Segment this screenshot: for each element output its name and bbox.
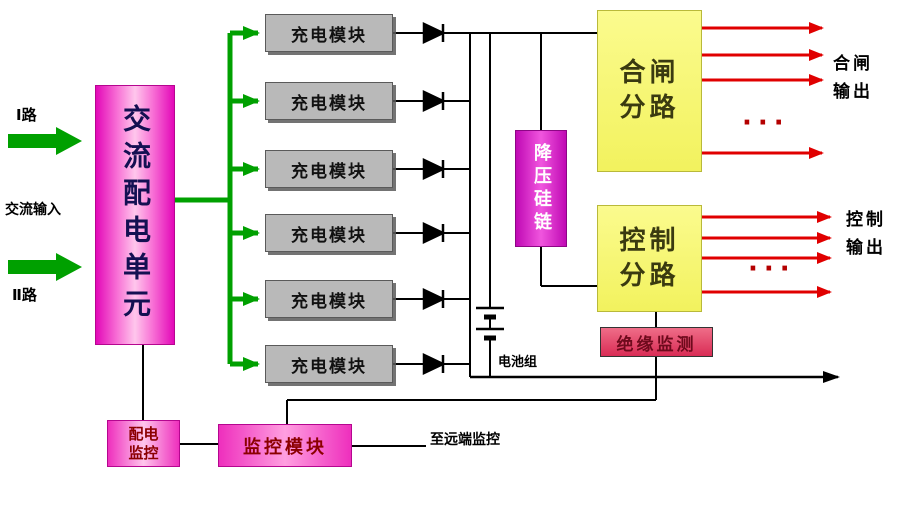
green-distribution-bus <box>175 26 260 371</box>
charge-module-2: 充电模块 <box>265 82 393 120</box>
closing-branch-label-line1: 合闸 <box>619 58 680 88</box>
charge-module-1: 充电模块 <box>265 14 393 52</box>
route-2-label: Ⅱ路 <box>12 286 37 304</box>
charge-module-6: 充电模块 <box>265 345 393 383</box>
closing-branch-block: 合闸 分路 <box>597 10 702 172</box>
step-down-silicon-chain-block: 降压硅链 <box>515 130 567 247</box>
ac-input-label: 交流输入 <box>5 202 61 218</box>
control-branch-label-line1: 控制 <box>619 225 680 256</box>
route-1-label: Ⅰ路 <box>16 106 37 124</box>
control-output-label: 控制 输出 <box>846 210 886 258</box>
control-branch-block: 控制 分路 <box>597 205 702 312</box>
closing-output-ellipsis: ··· <box>742 108 790 138</box>
distribution-monitor-label-line1: 配电 <box>128 424 159 443</box>
distribution-monitor-label-line2: 监控 <box>128 443 159 462</box>
control-branch-label-line2: 分路 <box>619 260 680 291</box>
closing-output-arrows <box>702 22 824 159</box>
to-remote-monitoring-label: 至远端监控 <box>430 432 500 448</box>
insulation-monitor-block: 绝缘监测 <box>600 327 713 357</box>
control-output-arrows <box>702 211 832 298</box>
ac-input-arrow-1-icon <box>8 127 82 155</box>
closing-branch-label-line2: 分路 <box>619 93 680 123</box>
battery-icon <box>476 306 504 377</box>
charge-module-4: 充电模块 <box>265 214 393 252</box>
monitor-module-block: 监控模块 <box>218 424 352 467</box>
diode-icons <box>422 22 446 375</box>
ac-distribution-unit-block: 交流配电单元 <box>95 85 175 345</box>
distribution-monitor-block: 配电 监控 <box>107 420 180 467</box>
battery-group-label: 电池组 <box>497 351 539 370</box>
closing-output-label: 合闸 输出 <box>833 54 873 102</box>
charge-module-5: 充电模块 <box>265 280 393 318</box>
dc-wiring <box>142 32 657 447</box>
ac-input-arrow-2-icon <box>8 253 82 281</box>
control-output-ellipsis: ··· <box>748 254 796 284</box>
charge-module-3: 充电模块 <box>265 150 393 188</box>
